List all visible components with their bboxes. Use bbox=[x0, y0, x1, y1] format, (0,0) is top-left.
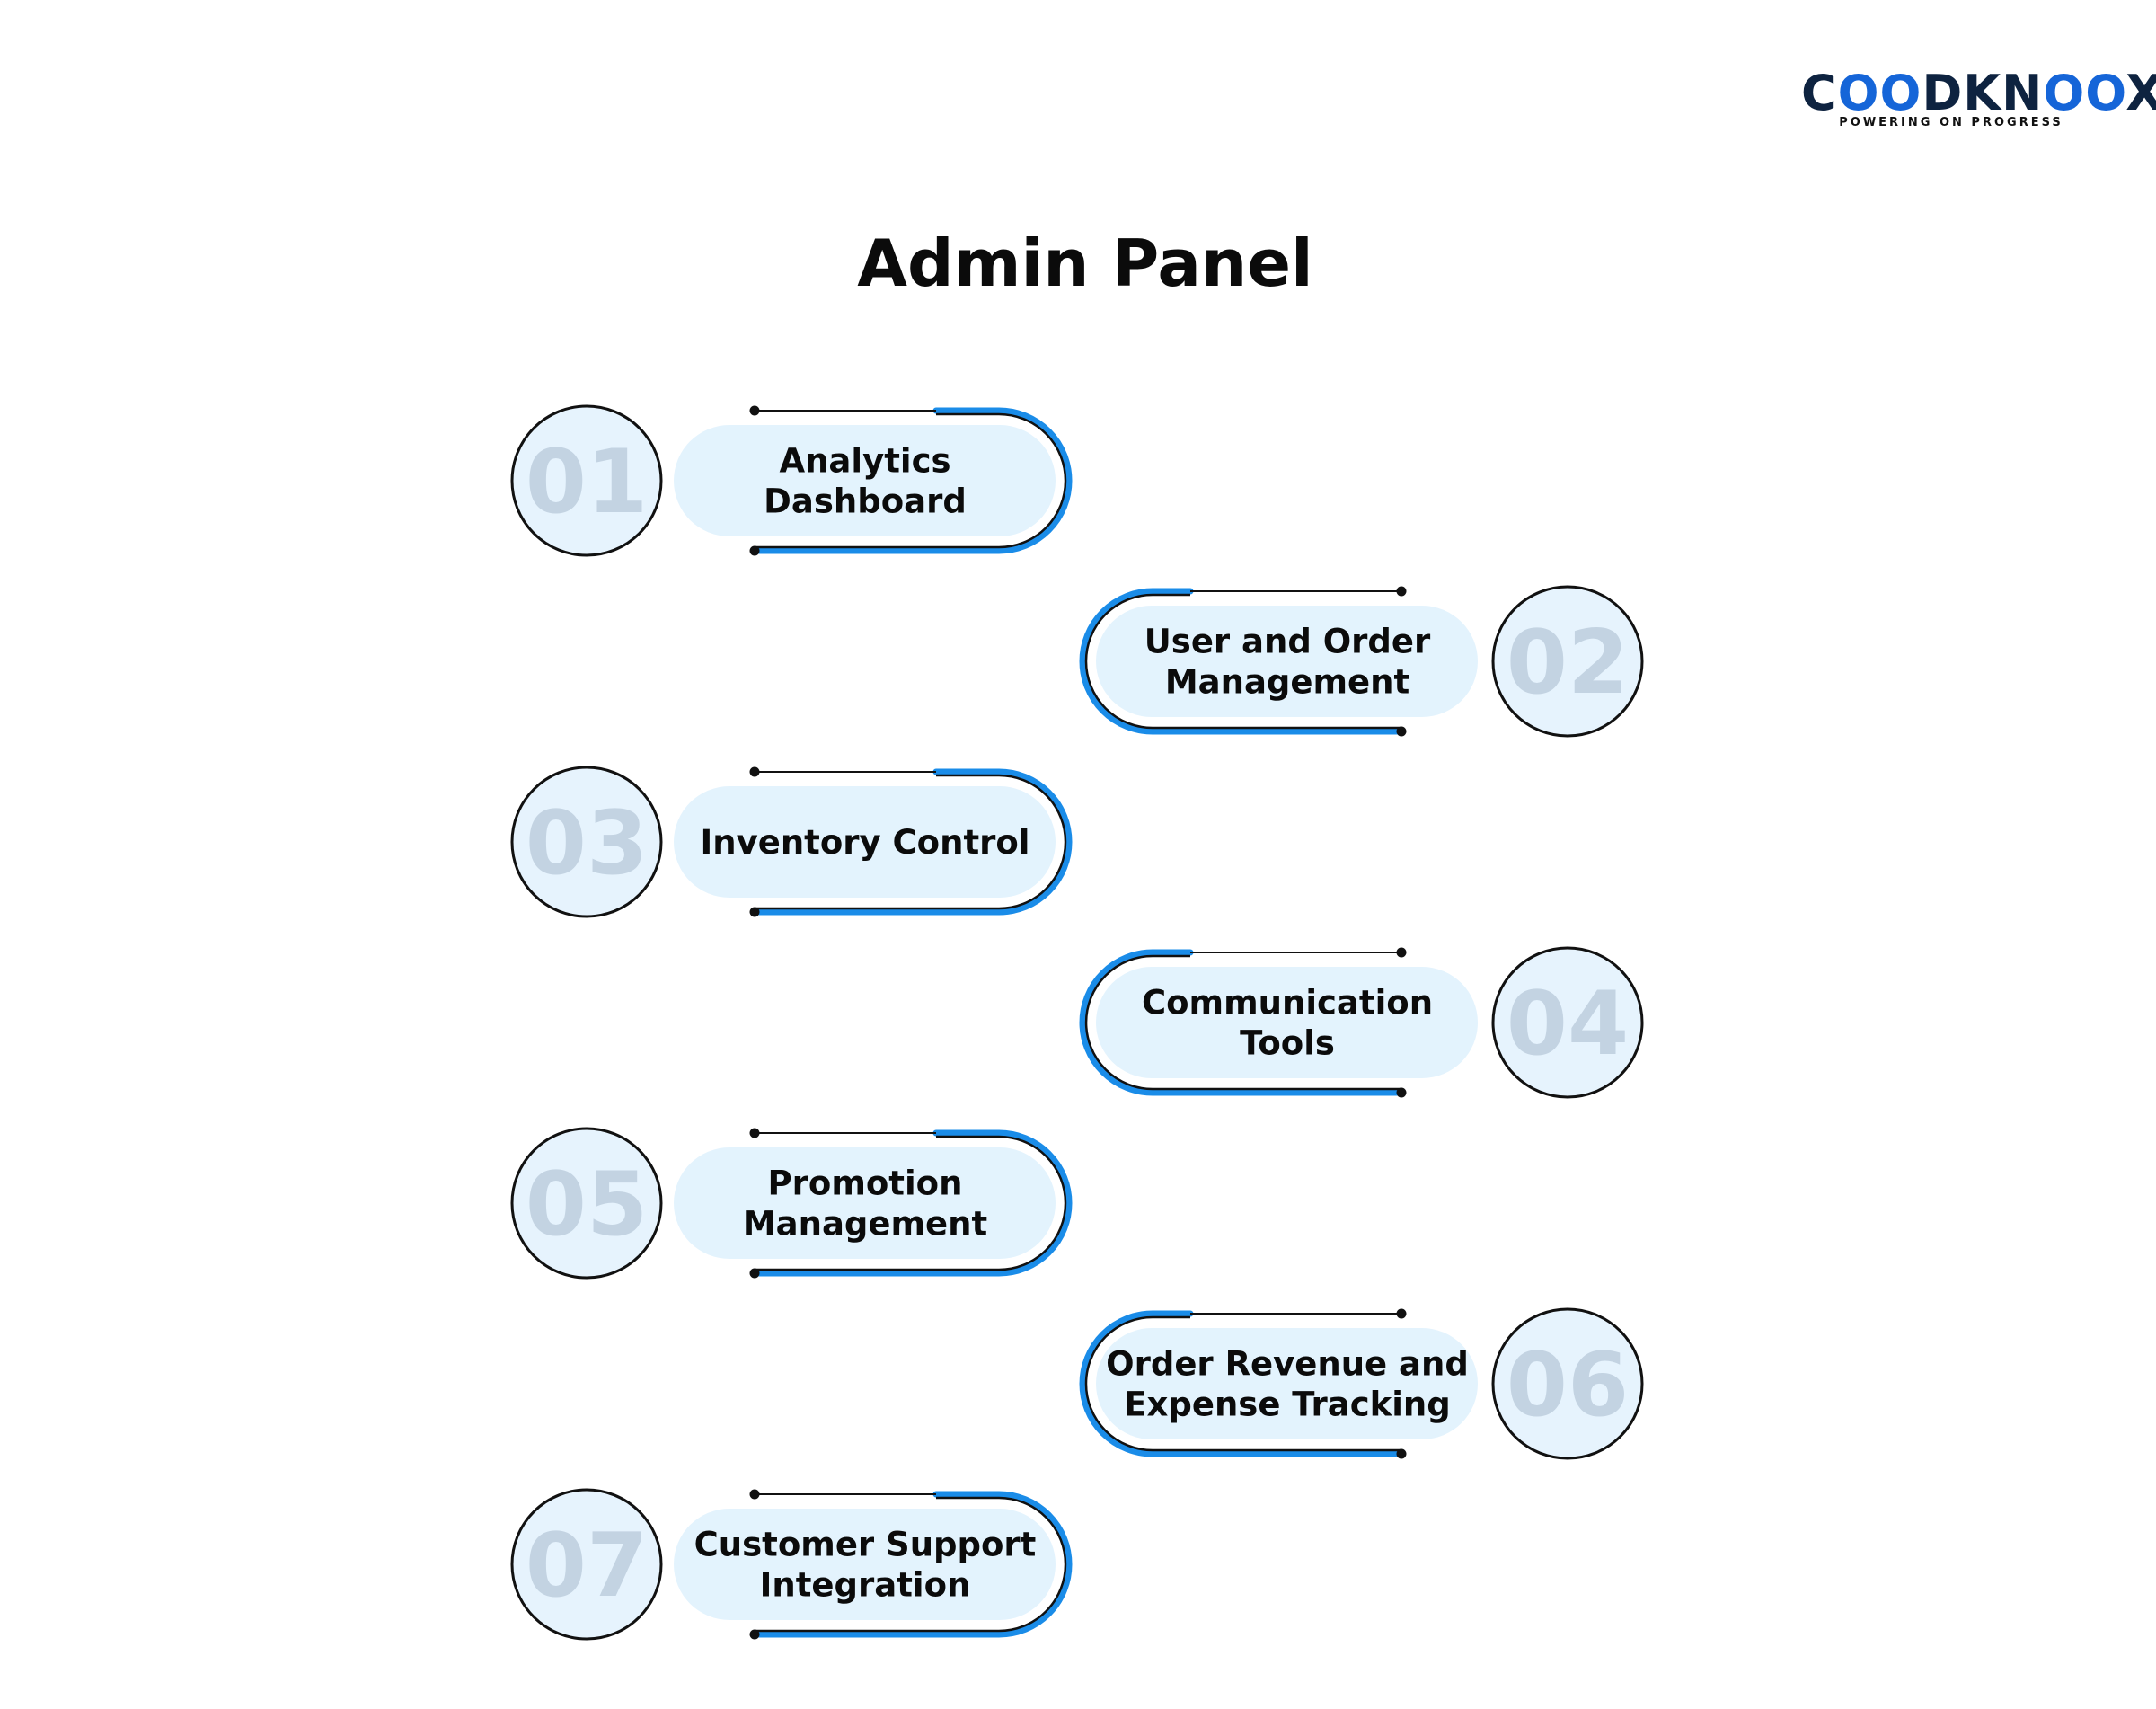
step-label: Communication bbox=[1142, 984, 1433, 1023]
connector-dot bbox=[749, 1128, 760, 1138]
step-label: Expense Tracking bbox=[1124, 1386, 1451, 1424]
bracket-accent bbox=[1079, 588, 1405, 735]
connector-dot bbox=[749, 405, 760, 416]
step-label: Analytics bbox=[779, 442, 950, 481]
bracket-outline bbox=[1084, 954, 1190, 1091]
step-label: Customer Support bbox=[694, 1526, 1037, 1564]
page-title: Admin Panel bbox=[857, 226, 1312, 301]
step-label: Dashboard bbox=[764, 483, 967, 521]
step-label: Integration bbox=[760, 1566, 971, 1605]
logo-tagline: POWERING ON PROGRESS bbox=[1839, 116, 2063, 129]
bracket-accent bbox=[751, 1491, 1073, 1638]
step-label: Promotion bbox=[768, 1164, 963, 1203]
step-number: 02 bbox=[1507, 612, 1629, 714]
number-circle bbox=[1491, 1307, 1644, 1460]
connector-dot bbox=[749, 907, 760, 917]
step-item: 03 Inventory Control bbox=[510, 766, 1073, 918]
bracket-accent bbox=[1079, 949, 1405, 1096]
step-pill bbox=[674, 1509, 1056, 1620]
bracket-outline bbox=[1084, 593, 1190, 730]
step-number: 01 bbox=[526, 431, 648, 534]
bracket-outline bbox=[936, 412, 1067, 549]
step-label: Management bbox=[1165, 663, 1409, 702]
step-pill bbox=[1096, 1328, 1478, 1439]
step-number: 03 bbox=[526, 793, 648, 895]
connector-dot bbox=[749, 545, 760, 556]
step-number: 07 bbox=[526, 1515, 648, 1617]
step-pill bbox=[674, 786, 1056, 898]
brand-logo: COODKNOOX POWERING ON PROGRESS bbox=[1801, 65, 2156, 129]
connector-dot bbox=[1396, 1087, 1407, 1098]
step-pill bbox=[674, 425, 1056, 536]
number-circle bbox=[510, 1488, 663, 1641]
bracket-outline bbox=[936, 1135, 1067, 1271]
connector-dot bbox=[1396, 1308, 1407, 1319]
number-circle bbox=[1491, 946, 1644, 1099]
step-label: Tools bbox=[1240, 1024, 1335, 1063]
connector-dot bbox=[749, 1629, 760, 1640]
bracket-outline bbox=[936, 1496, 1067, 1633]
step-pill bbox=[1096, 967, 1478, 1078]
bracket-outline bbox=[1084, 1315, 1190, 1452]
step-label: Order Revenue and bbox=[1106, 1345, 1469, 1384]
step-number: 06 bbox=[1507, 1334, 1629, 1437]
step-number: 04 bbox=[1507, 973, 1629, 1076]
connector-dot bbox=[749, 766, 760, 777]
bracket-accent bbox=[751, 768, 1073, 916]
connector-dot bbox=[1396, 1448, 1407, 1459]
number-circle bbox=[1491, 585, 1644, 738]
logo-wordmark: COODKNOOX bbox=[1801, 65, 2156, 121]
number-circle bbox=[510, 1127, 663, 1280]
connector-dot bbox=[749, 1489, 760, 1500]
connector-dot bbox=[1396, 726, 1407, 737]
connector-dot bbox=[749, 1268, 760, 1279]
bracket-accent bbox=[751, 1129, 1073, 1277]
step-pill bbox=[674, 1147, 1056, 1259]
bracket-accent bbox=[1079, 1310, 1405, 1457]
step-pill bbox=[1096, 606, 1478, 717]
connector-dot bbox=[1396, 947, 1407, 958]
step-label: Inventory Control bbox=[701, 823, 1030, 862]
number-circle bbox=[510, 766, 663, 918]
step-label: Management bbox=[743, 1205, 987, 1244]
bracket-accent bbox=[751, 407, 1073, 554]
number-circle bbox=[510, 404, 663, 557]
connector-dot bbox=[1396, 586, 1407, 597]
bracket-outline bbox=[936, 774, 1067, 910]
step-number: 05 bbox=[526, 1154, 648, 1256]
step-label: User and Order bbox=[1144, 623, 1431, 661]
